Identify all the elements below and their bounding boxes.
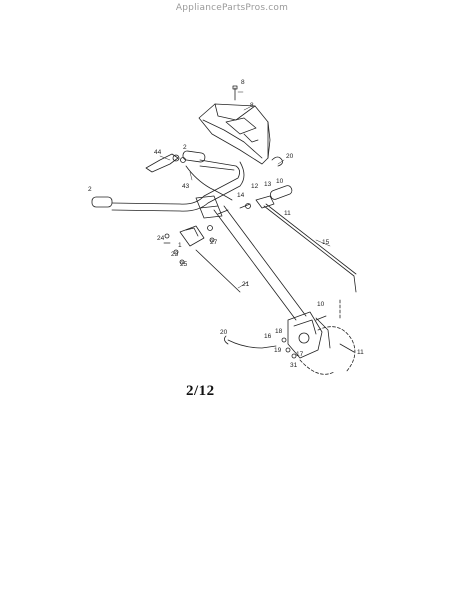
label-17: 17 bbox=[296, 351, 304, 358]
clip-20-top bbox=[271, 156, 283, 167]
label-19: 19 bbox=[274, 347, 282, 354]
label-21: 21 bbox=[242, 281, 250, 288]
rod-21 bbox=[195, 249, 241, 293]
label-14: 14 bbox=[237, 192, 245, 199]
label-11-upper: 11 bbox=[284, 210, 291, 217]
label-2-upper: 2 bbox=[183, 144, 187, 151]
label-1: 1 bbox=[178, 242, 182, 249]
cable-43 bbox=[185, 165, 233, 201]
handle-bar bbox=[111, 159, 245, 212]
label-43: 43 bbox=[182, 183, 190, 190]
label-10-upper: 10 bbox=[276, 178, 284, 185]
label-8-screw: 8 bbox=[241, 79, 245, 86]
label-10-lower: 10 bbox=[317, 301, 325, 308]
label-13: 13 bbox=[264, 181, 272, 188]
bottom-hardware bbox=[281, 315, 355, 359]
grip-upper bbox=[182, 150, 206, 163]
right-lever-assembly bbox=[239, 185, 293, 209]
lever-44 bbox=[145, 153, 186, 173]
lower-bracket-assembly bbox=[287, 311, 331, 359]
lower-tube-21 bbox=[213, 205, 307, 321]
label-31: 31 bbox=[290, 362, 298, 369]
small-hardware bbox=[163, 233, 185, 265]
screw-top bbox=[232, 85, 238, 101]
label-2-lower: 2 bbox=[88, 186, 92, 193]
rod-15 bbox=[263, 203, 357, 293]
label-18: 18 bbox=[275, 328, 283, 335]
label-20-rod: 20 bbox=[220, 329, 228, 336]
label-11-lower: 11 bbox=[357, 349, 364, 356]
throttle-bracket bbox=[179, 225, 215, 247]
rod-20-lower bbox=[224, 335, 277, 349]
control-panel-shroud bbox=[198, 103, 271, 165]
page-number: 2/12 bbox=[186, 383, 215, 399]
label-25: 25 bbox=[180, 261, 188, 268]
grip-lower bbox=[91, 196, 113, 208]
tine-outline bbox=[299, 299, 356, 375]
label-44: 44 bbox=[154, 149, 162, 156]
site-watermark: AppliancePartsPros.com bbox=[175, 3, 289, 13]
label-27: 27 bbox=[210, 239, 218, 246]
label-20-clip: 20 bbox=[286, 153, 294, 160]
label-12: 12 bbox=[251, 183, 259, 190]
handle-bracket bbox=[195, 195, 223, 219]
label-15: 15 bbox=[322, 239, 330, 246]
label-8-panel: 8 bbox=[250, 102, 254, 109]
label-24: 24 bbox=[157, 235, 165, 242]
leader-lines bbox=[159, 91, 331, 289]
label-16: 16 bbox=[264, 333, 272, 340]
label-23: 23 bbox=[171, 251, 179, 258]
